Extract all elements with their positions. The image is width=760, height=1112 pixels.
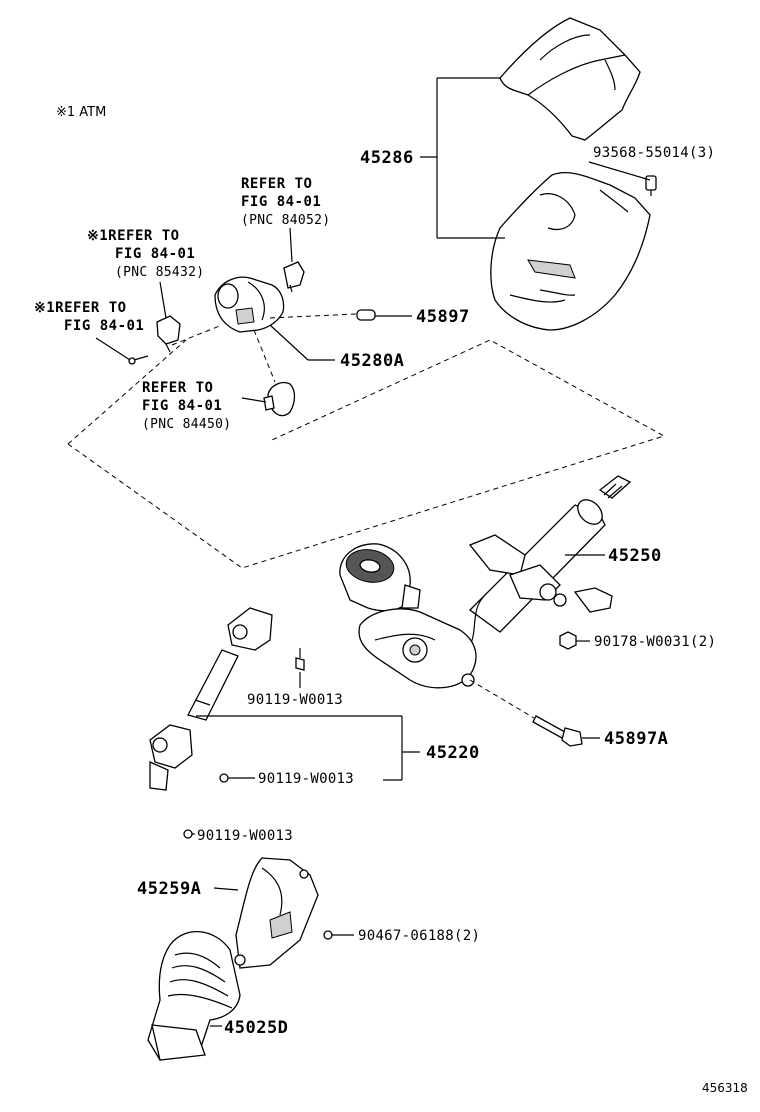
part-label-90467: 90467-06188(2) [358,928,480,944]
part-label-45025D: 45025D [224,1018,288,1038]
figure-number: 456318 [702,1081,748,1095]
reference-84450-pnc: (PNC 84450) [142,417,231,432]
reference-84450-line1: REFER TO [142,380,213,396]
reference-85432-line1: ※1REFER TO [87,228,180,244]
reference-84052-line1: REFER TO [241,176,312,192]
reference-85432-line2: FIG 84-01 [115,246,195,262]
boot-45025D-drawing [147,931,241,1061]
part-label-90119-a: 90119-W0013 [247,692,343,708]
part-label-93568: 93568-55014(3) [593,145,715,161]
part-label-45220: 45220 [426,743,480,763]
reference-84052-pnc: (PNC 84052) [241,213,330,228]
steering-column-drawing [339,475,632,689]
part-label-45280A: 45280A [340,351,404,371]
atm-note: ※1 ATM [56,105,106,120]
reference-85432-pnc: (PNC 85432) [115,265,204,280]
part-label-90178: 90178-W0031(2) [594,634,716,650]
reference-84450: REFER TO FIG 84-01 (PNC 84450) [142,380,231,432]
reference-atm2-line2: FIG 84-01 [64,318,144,334]
boot-cover-drawing [234,857,333,969]
part-label-90119-b: 90119-W0013 [258,771,354,787]
reference-atm2-line1: ※1REFER TO [34,300,127,316]
bracket-45220 [196,715,420,781]
column-cover-drawing [490,17,657,331]
bracket-45286 [420,77,505,239]
reference-84052-line2: FIG 84-01 [241,194,321,210]
part-label-45259A: 45259A [137,879,201,899]
part-label-45897: 45897 [416,307,470,327]
part-label-90119-c: 90119-W0013 [197,828,293,844]
part-label-45286: 45286 [360,148,414,168]
reference-84052: REFER TO FIG 84-01 (PNC 84052) [241,176,330,228]
part-label-45250: 45250 [608,546,662,566]
part-label-45897A: 45897A [604,729,668,749]
reference-atm2: ※1REFER TO FIG 84-01 [34,300,144,334]
steering-lock-drawing [128,261,376,417]
nut-90178-drawing [559,631,577,650]
intermediate-shaft-drawing [149,607,305,839]
reference-85432: ※1REFER TO FIG 84-01 (PNC 85432) [87,228,204,280]
reference-84450-line2: FIG 84-01 [142,398,222,414]
bolt-45897A-drawing [532,715,583,747]
